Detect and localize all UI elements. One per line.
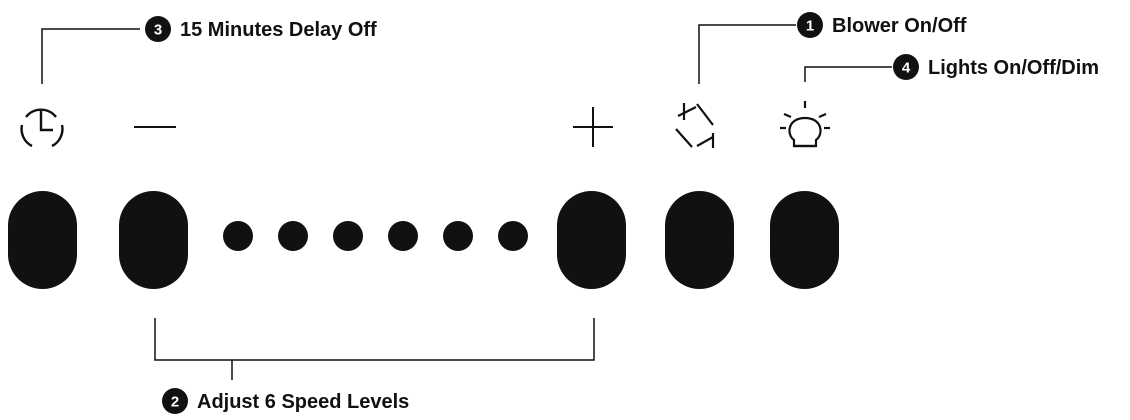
callout-number: 1 [806,18,814,35]
speed-level-dot [333,221,363,251]
light-bulb-icon [780,101,830,148]
callout-number-badge [145,16,171,42]
timer-button[interactable] [8,191,77,289]
callout-number-badge [797,12,823,38]
blower-icon [675,103,715,148]
clock-icon [20,108,64,148]
light-button[interactable] [770,191,839,289]
callout-label: Lights On/Off/Dim [928,57,1099,79]
callout-blower: 1 Blower On/Off [698,12,967,84]
blower-button[interactable] [665,191,734,289]
callout-number: 3 [154,22,162,39]
speed-level-dot [278,221,308,251]
callout-label: Adjust 6 Speed Levels [197,391,409,413]
plus-icon [573,107,613,147]
callout-lights: 4 Lights On/Off/Dim [804,54,1099,82]
speed-level-dot [443,221,473,251]
callout-number: 2 [171,394,179,411]
leader-line [41,28,140,84]
minus-button[interactable] [119,191,188,289]
leader-line [804,66,892,82]
callout-speed: 2 Adjust 6 Speed Levels [154,318,595,414]
callout-number: 4 [902,60,911,77]
leader-line [698,24,796,84]
plus-button[interactable] [557,191,626,289]
bracket-line [154,318,595,361]
callout-number-badge [162,388,188,414]
callout-label: Blower On/Off [832,15,967,37]
callout-number-badge [893,54,919,80]
speed-level-dot [223,221,253,251]
callout-label: 15 Minutes Delay Off [180,19,377,41]
speed-level-indicators [223,221,528,251]
speed-level-dot [388,221,418,251]
speed-level-dot [498,221,528,251]
callout-timer: 3 15 Minutes Delay Off [41,16,377,84]
